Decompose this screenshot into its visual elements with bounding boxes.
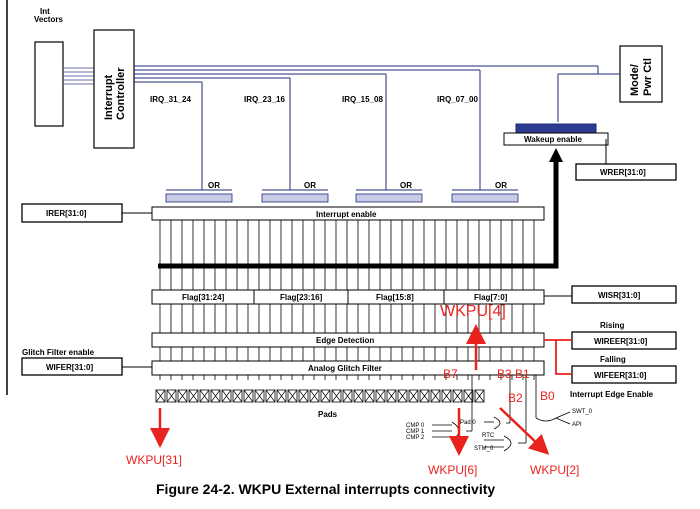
- rising-label: Rising: [600, 321, 625, 330]
- pad0-label: Pad 0: [460, 420, 476, 426]
- irq-label-07-00: IRQ_07_00: [437, 95, 478, 104]
- wifeer-label: WIFEER[31:0]: [594, 371, 647, 380]
- analog-glitch-filter-box: [151, 360, 545, 376]
- wrer-register: [575, 163, 677, 181]
- irq-label-31-24: IRQ_31_24: [150, 95, 191, 104]
- interrupt-edge-enable-label: Interrupt Edge Enable: [570, 390, 654, 399]
- analog-glitch-filter-label: Analog Glitch Filter: [308, 364, 382, 373]
- annotation-wkpu31: WKPU[31]: [126, 453, 182, 467]
- interrupt-controller-box: [93, 29, 135, 149]
- irq-label-23-16: IRQ_23_16: [244, 95, 285, 104]
- edge-enable-connector: [544, 339, 572, 375]
- pads-row: [155, 389, 485, 403]
- flag-label-31-24: Flag[31:24]: [182, 293, 225, 302]
- edge-detection-label: Edge Detection: [316, 336, 374, 345]
- wakeup-thick-line: [158, 160, 559, 269]
- mode-pwr-ctl-label: Mode/Pwr Ctl: [629, 58, 654, 96]
- wisr-label: WISR[31:0]: [598, 291, 641, 300]
- annotation-wkpu2: WKPU[2]: [530, 463, 579, 477]
- flag-label-15-8: Flag[15:8]: [376, 293, 414, 302]
- or-label-1: OR: [208, 181, 220, 190]
- pads-label: Pads: [318, 410, 338, 419]
- interrupt-enable-label: Interrupt enable: [316, 210, 377, 219]
- cmp0-label: CMP 0: [406, 423, 425, 429]
- interrupt-controller-label: InterruptController: [103, 67, 127, 120]
- wrer-label: WRER[31:0]: [600, 168, 646, 177]
- internal-sources: [432, 375, 571, 452]
- wakeup-enable-label: Wakeup enable: [524, 135, 582, 144]
- vector-bus: [63, 67, 94, 85]
- wakeup-enable-comb: [515, 123, 597, 134]
- annotation-b0: B0: [540, 389, 555, 403]
- api-label: API: [572, 422, 582, 428]
- annotation-wkpu6: WKPU[6]: [428, 463, 477, 477]
- annotation-b2: B2: [508, 391, 523, 405]
- mode-pwr-ctl-box: [619, 45, 663, 103]
- or-label-2: OR: [304, 181, 316, 190]
- flag-label-7-0: Flag[7:0]: [474, 293, 508, 302]
- swt0-label: SWT_0: [572, 409, 593, 415]
- rtc-label: RTC: [482, 433, 495, 439]
- or-label-3: OR: [400, 181, 412, 190]
- wisr-register: [571, 285, 677, 304]
- glitch-filter-enable-label: Glitch Filter enable: [22, 348, 95, 357]
- falling-label: Falling: [600, 355, 626, 364]
- cmp2-label: CMP 2: [406, 435, 425, 441]
- or-label-4: OR: [495, 181, 507, 190]
- stm0-label: STM_0: [474, 446, 494, 452]
- wakeup-arrowhead: [549, 148, 563, 162]
- irq-bus: [134, 65, 620, 190]
- arrow-wkpu2: [499, 407, 550, 455]
- irq-label-15-08: IRQ_15_08: [342, 95, 383, 104]
- pad-crosses: [155, 389, 485, 403]
- annotation-wkpu4: WKPU[4]: [440, 303, 506, 320]
- or-gates: [165, 189, 519, 203]
- int-vectors-box: [34, 41, 64, 127]
- annotation-b3b1: B3 B1: [497, 367, 530, 381]
- cmp1-label: CMP 1: [406, 429, 425, 435]
- flag-label-23-16: Flag[23:16]: [280, 293, 323, 302]
- irer-label: IRER[31:0]: [46, 209, 87, 218]
- figure-caption: Figure 24-2. WKPU External interrupts co…: [156, 481, 495, 497]
- wifer-label: WIFER[31:0]: [46, 363, 93, 372]
- wireer-label: WIREER[31:0]: [594, 337, 648, 346]
- wakeup-enable-box: [503, 132, 609, 146]
- flag-box-7-0: [443, 289, 545, 305]
- annotation-b7: B7: [443, 367, 458, 381]
- interrupt-enable-box: [151, 206, 545, 221]
